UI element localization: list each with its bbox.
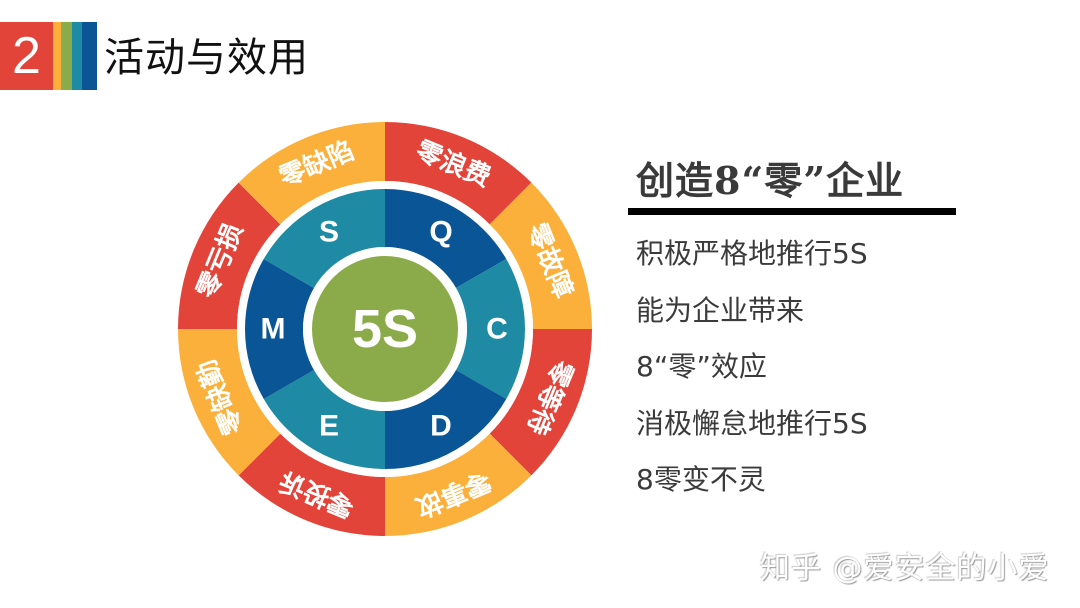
inner-segment-label: E	[319, 409, 339, 442]
stripe-blue	[82, 22, 97, 90]
outer-segment	[178, 182, 281, 329]
stripe-yellow	[53, 22, 61, 90]
panel-line: 8“零”效应	[636, 350, 767, 383]
panel-line: 积极严格地推行5S	[636, 237, 868, 270]
outer-segment	[385, 122, 532, 225]
inner-segment-label: Q	[429, 216, 452, 249]
slide-title: 活动与效用	[104, 35, 309, 81]
heading-underline	[628, 208, 956, 215]
inner-segment-label: D	[430, 409, 452, 442]
stripe-teal	[72, 22, 82, 90]
inner-segment	[385, 370, 507, 469]
outer-segment	[489, 329, 592, 476]
outer-segment	[489, 182, 592, 329]
center-circle	[312, 256, 458, 402]
inner-segment	[456, 259, 525, 399]
panel-line: 能为企业带来	[636, 293, 805, 327]
panel-line: 8零变不灵	[636, 463, 766, 496]
section-number: 2	[0, 22, 53, 90]
section-badge: 2	[0, 22, 97, 90]
panel-heading: 创造8“零”企业	[636, 158, 905, 203]
outer-segment	[238, 122, 385, 225]
inner-segment-label: S	[319, 216, 339, 249]
outer-segment	[238, 433, 385, 536]
panel-line: 消极懈怠地推行5S	[636, 406, 868, 440]
center-label: 5S	[352, 299, 418, 359]
inner-segment-label: M	[261, 313, 286, 346]
stripe-green	[61, 22, 72, 90]
inner-segment	[263, 370, 385, 469]
inner-ring: Q C D E M S	[245, 189, 525, 469]
inner-segment-label: C	[486, 313, 508, 346]
inner-segment	[245, 259, 314, 399]
outer-segment	[178, 329, 281, 476]
inner-segment	[263, 189, 385, 288]
watermark: 知乎 @爱安全的小爱	[760, 551, 1050, 586]
inner-segment	[385, 189, 507, 288]
outer-segment	[385, 433, 532, 536]
panel-lines: 积极严格地推行5S 能为企业带来 8“零”效应 消极懈怠地推行5S 8零变不灵	[636, 232, 868, 515]
